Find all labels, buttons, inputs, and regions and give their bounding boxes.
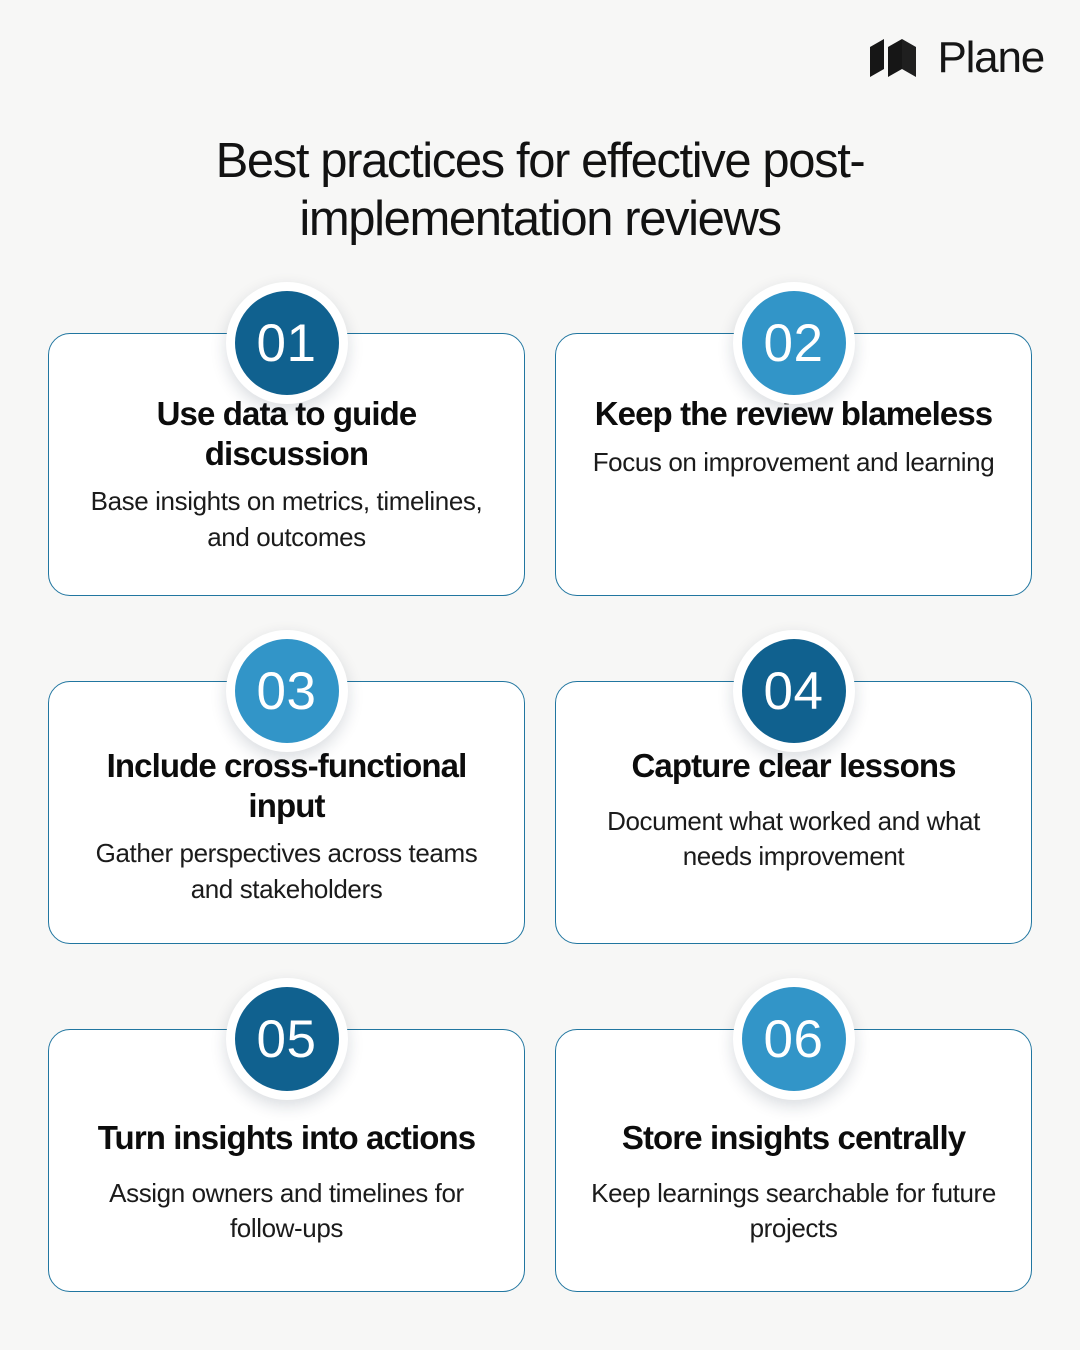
step-badge: 02 — [732, 282, 855, 404]
card-title: Store insights centrally — [621, 1119, 966, 1156]
step-number: 05 — [256, 1009, 317, 1069]
step-badge-disc: 06 — [741, 987, 846, 1091]
step-badge-disc: 03 — [234, 639, 339, 743]
practice-card: 04 Capture clear lessons Document what w… — [555, 630, 1032, 944]
practice-card: 01 Use data to guide discussion Base ins… — [48, 282, 525, 596]
card-description: Assign owners and timelines for follow-u… — [109, 1177, 464, 1244]
practice-card: 06 Store insights centrally Keep learnin… — [555, 978, 1032, 1292]
practice-card: 05 Turn insights into actions Assign own… — [48, 978, 525, 1292]
card-title: Capture clear lessons — [631, 747, 956, 784]
step-badge: 04 — [732, 630, 855, 752]
step-badge: 01 — [225, 282, 348, 404]
best-practices-grid: 01 Use data to guide discussion Base ins… — [48, 282, 1032, 1292]
card-title: Use data to guide discussion — [156, 395, 418, 472]
card-description: Base insights on metrics, timelines, and… — [90, 486, 483, 553]
step-badge: 05 — [225, 978, 348, 1100]
practice-card: 03 Include cross-functional input Gather… — [48, 630, 525, 944]
step-badge-disc: 02 — [741, 291, 846, 395]
practice-card: 02 Keep the review blameless Focus on im… — [555, 282, 1032, 596]
step-number: 04 — [763, 661, 824, 721]
card-title: Include cross-functional input — [106, 747, 468, 824]
step-badge: 06 — [732, 978, 855, 1100]
step-badge: 03 — [225, 630, 348, 752]
card-description: Document what worked and what needs impr… — [607, 805, 980, 872]
card-description: Gather perspectives across teams and sta… — [95, 838, 478, 905]
step-badge-disc: 05 — [234, 987, 339, 1091]
step-number: 01 — [256, 313, 317, 373]
step-number: 02 — [763, 313, 824, 373]
step-badge-disc: 01 — [234, 291, 339, 395]
brand-name: Plane — [937, 33, 1045, 82]
step-number: 03 — [256, 661, 317, 721]
card-description: Focus on improvement and learning — [592, 446, 995, 477]
brand-logo: Plane — [868, 33, 1045, 82]
card-description: Keep learnings searchable for future pro… — [591, 1177, 996, 1244]
plane-logo-mark — [870, 39, 917, 77]
page-title: Best practices for effective post-implem… — [215, 134, 866, 246]
card-title: Turn insights into actions — [97, 1119, 476, 1156]
step-badge-disc: 04 — [741, 639, 846, 743]
step-number: 06 — [763, 1009, 824, 1069]
